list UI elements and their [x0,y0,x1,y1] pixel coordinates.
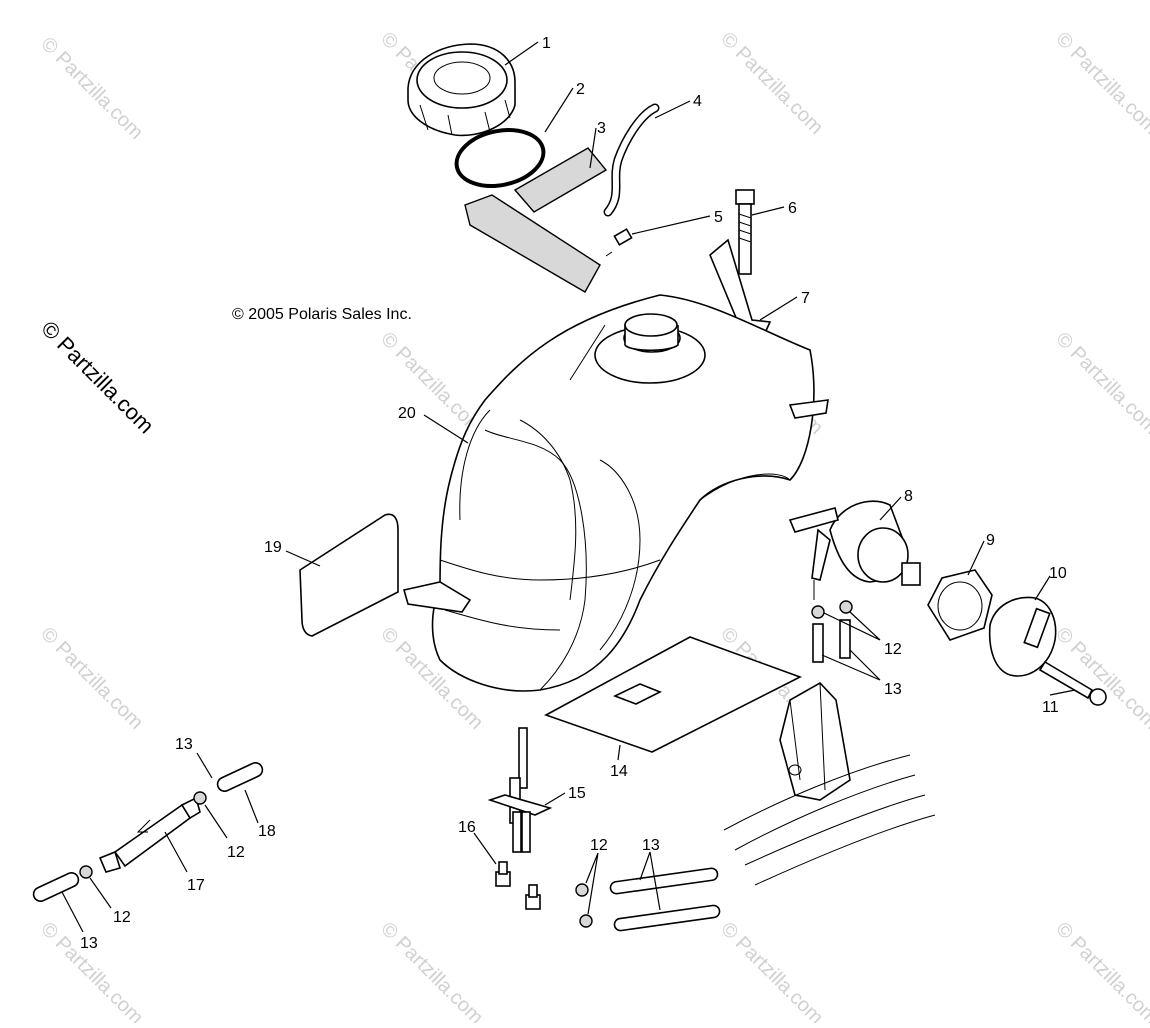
fuel-petcock[interactable] [487,727,553,853]
watermark-text: © Partzilla.com [36,623,147,734]
callout-2: 2 [576,81,585,98]
watermark-text: © Partzilla.com [1051,328,1150,439]
callout-13: 13 [80,935,98,952]
callout-13: 13 [175,736,193,753]
callout-5: 5 [714,209,723,226]
callout-17: 17 [187,877,205,894]
pump-cover[interactable] [988,596,1057,677]
callout-15: 15 [568,785,586,802]
watermark-text: © Partzilla.com [376,918,487,1023]
watermark-text: © Partzilla.com [716,28,827,139]
clamp-pair-pump[interactable] [811,600,853,619]
callout-11: 11 [1042,699,1059,716]
callout-19: 19 [264,539,282,556]
screw[interactable] [1038,660,1107,706]
watermark-text: © Partzilla.com [36,918,147,1023]
hex-nut-bore [937,581,983,631]
frame-section [723,681,936,886]
watermark-text: © Partzilla.com [1051,28,1150,139]
watermark-text: © Partzilla.com [36,33,147,144]
callout-4: 4 [693,93,702,110]
clamps-left[interactable] [79,791,207,879]
fuel-pump[interactable] [788,500,921,600]
callout-3: 3 [597,120,606,137]
callout-20: 20 [398,405,416,422]
callout-1: 1 [542,35,551,52]
o-ring[interactable] [451,122,548,193]
inline-fuel-filter[interactable] [98,796,201,873]
callout-14: 14 [610,763,628,780]
callout-13: 13 [884,681,902,698]
fuel-cap[interactable] [407,43,516,137]
callout-12: 12 [884,641,902,658]
petcock-screws[interactable] [495,861,541,910]
callout-6: 6 [788,200,797,217]
bolt[interactable] [735,189,755,275]
tank-pad[interactable] [544,636,803,753]
hose-pair-pump[interactable] [812,619,851,663]
callout-8: 8 [904,488,913,505]
copyright-text: © 2005 Polaris Sales Inc. [232,306,412,323]
partzilla-watermark: © Partzilla.com [36,316,159,439]
callout-10: 10 [1049,565,1067,582]
callout-9: 9 [986,532,995,549]
callout-12: 12 [113,909,131,926]
heat-shield[interactable] [299,513,399,637]
watermark-text: © Partzilla.com [716,918,827,1023]
foam-pads[interactable] [464,147,608,293]
fuel-tank[interactable] [402,294,829,692]
leader-lines [61,41,1076,933]
clamp-pair-bottom[interactable] [575,883,593,928]
callout-12: 12 [590,837,608,854]
hose-pair-bottom[interactable] [609,867,721,932]
callout-16: 16 [458,819,476,836]
watermark-text: © Partzilla.com [1051,918,1150,1023]
fuel-hose-left[interactable] [31,761,264,904]
callout-12: 12 [227,844,245,861]
callout-7: 7 [801,290,810,307]
vent-fitting[interactable] [605,228,633,257]
callout-labels: 1 2 3 4 5 6 7 8 9 10 11 12 13 14 15 16 1… [80,35,1067,952]
callout-18: 18 [258,823,276,840]
callout-13: 13 [642,837,660,854]
